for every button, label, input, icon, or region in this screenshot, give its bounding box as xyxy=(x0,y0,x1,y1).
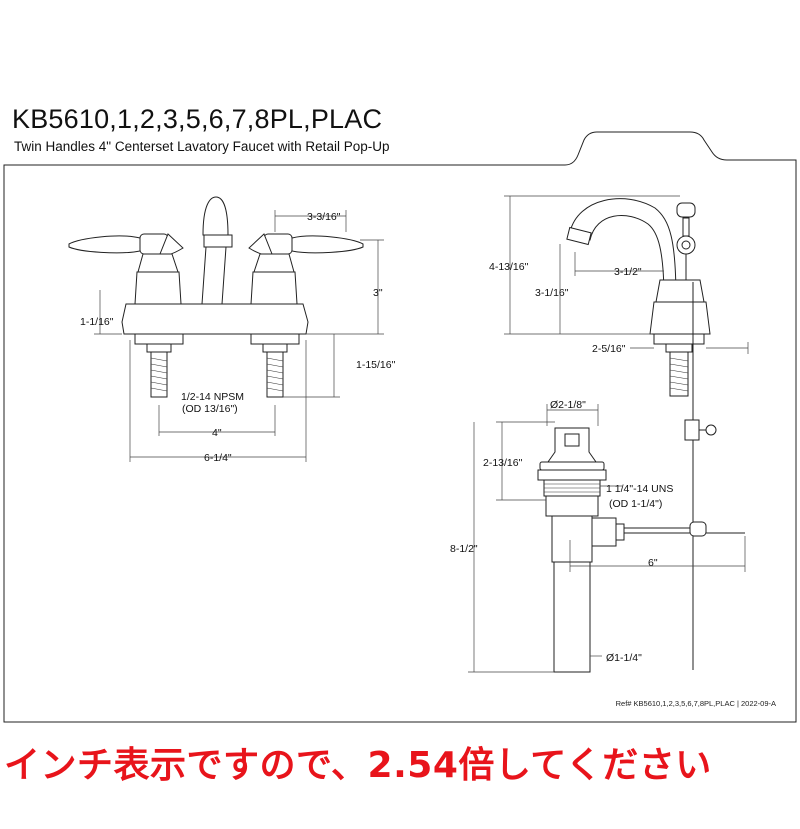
front-view xyxy=(68,196,364,398)
drawing-frame xyxy=(3,131,797,723)
dim-drain-diameter: Ø2-1/8" xyxy=(550,399,586,411)
dim-thread-spec: 1/2-14 NPSM xyxy=(181,391,244,403)
dim-spout-height: 3-1/16" xyxy=(535,287,569,299)
side-view xyxy=(566,198,717,670)
front-dimension-lines xyxy=(94,210,384,462)
drain-dimension-lines xyxy=(468,404,746,673)
dim-drain-thread-od: (OD 1-1/4") xyxy=(609,498,662,510)
product-model-title: KB5610,1,2,3,5,6,7,8PL,PLAC xyxy=(12,104,383,134)
product-subtitle: Twin Handles 4" Centerset Lavatory Fauce… xyxy=(14,139,390,154)
dim-rod-length: 6" xyxy=(648,557,658,569)
dim-drain-height: 2-13/16" xyxy=(483,457,523,469)
dim-spout-base-height: 1-1/16" xyxy=(80,316,114,328)
dim-shank-length: 1-15/16" xyxy=(356,359,396,371)
dim-center-spacing: 4" xyxy=(212,427,222,439)
dim-base-depth: 2-5/16" xyxy=(592,343,626,355)
dim-tailpiece-diameter: Ø1-1/4" xyxy=(606,652,642,664)
dim-thread-od: (OD 13/16") xyxy=(182,403,238,415)
side-dimension-lines xyxy=(504,195,749,354)
dim-total-height: 4-13/16" xyxy=(489,261,529,273)
dim-faucet-height: 3" xyxy=(373,287,383,299)
unit-conversion-note: インチ表示ですので、2.54倍してください xyxy=(4,745,712,786)
dim-popup-length: 8-1/2" xyxy=(450,543,478,555)
reference-number: Ref# KB5610,1,2,3,5,6,7,8PL,PLAC | 2022-… xyxy=(615,699,776,708)
dim-overall-width: 6-1/4" xyxy=(204,452,232,464)
dim-handle-offset: 3-3/16" xyxy=(307,211,341,223)
dim-drain-thread-spec: 1 1/4"-14 UNS xyxy=(606,483,673,495)
dim-spout-reach: 3-1/2" xyxy=(614,266,642,278)
popup-drain-view xyxy=(537,427,745,673)
